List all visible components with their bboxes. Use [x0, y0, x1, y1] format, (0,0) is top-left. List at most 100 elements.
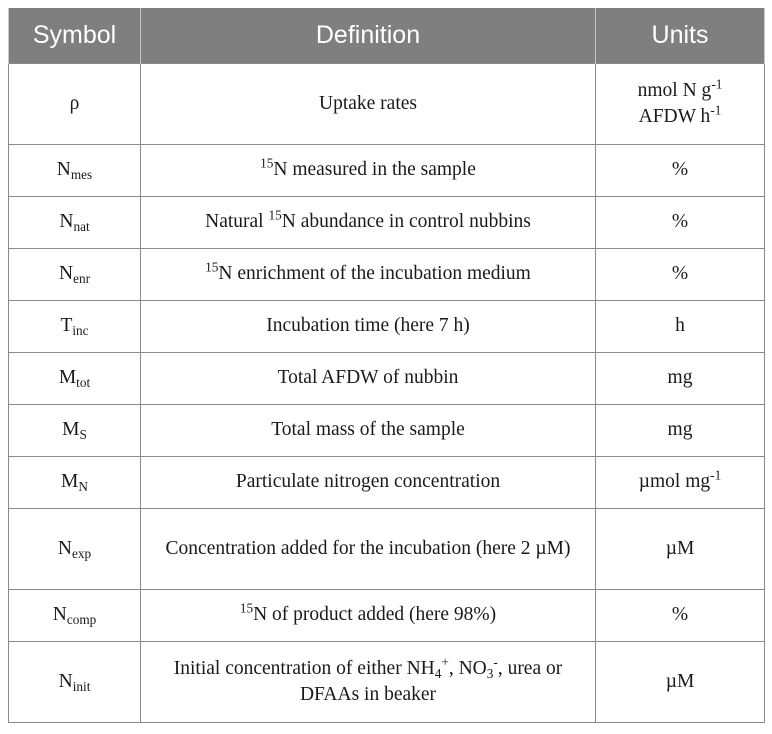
definition-cell: Concentration added for the incubation (… — [140, 508, 596, 590]
symbol-cell: Nnat — [8, 196, 141, 249]
symbol-cell: Ncomp — [8, 589, 141, 642]
text-run: µmol mg — [638, 471, 711, 493]
text-run: % — [671, 604, 689, 626]
text-run: µM — [665, 537, 695, 559]
definition-cell: 15N enrichment of the incubation medium — [140, 248, 596, 301]
definition-cell: 15N measured in the sample — [140, 144, 596, 197]
superscript-text: 15 — [205, 260, 219, 276]
text-run: Incubation time (here 7 h) — [266, 315, 470, 337]
units-line: µM — [606, 536, 754, 562]
symbol-cell: Nenr — [8, 248, 141, 301]
text-run: Total mass of the sample — [271, 419, 465, 441]
symbol-cell: Tinc — [8, 300, 141, 353]
definition-cell: Natural 15N abundance in control nubbins — [140, 196, 596, 249]
text-run: N abundance in control nubbins — [281, 211, 531, 233]
text-run: % — [671, 159, 689, 181]
symbol-subscript: tot — [76, 375, 91, 391]
text-run: N of product added (here 98%) — [253, 604, 497, 626]
units-cell: mg — [595, 352, 765, 405]
symbol-main: M — [58, 367, 77, 389]
units-cell: µM — [595, 508, 765, 590]
symbol-cell: Mtot — [8, 352, 141, 405]
symbol-subscript: exp — [71, 545, 92, 561]
table-row: Ninit Initial concentration of either NH… — [8, 641, 765, 723]
text-run: N enrichment of the incubation medium — [218, 263, 531, 285]
text-run: nmol N g — [637, 79, 712, 101]
symbol-main: N — [58, 670, 73, 692]
symbol-cell: ρ — [8, 63, 141, 145]
symbol-subscript: comp — [66, 612, 97, 628]
units-line: µmol mg-1 — [606, 469, 754, 495]
symbols-table: Symbol Definition Units ρ Uptake rates n… — [8, 8, 765, 723]
symbol-main: N — [59, 211, 74, 233]
units-cell: % — [595, 144, 765, 197]
text-run: Initial concentration of either NH — [173, 657, 435, 679]
text-run: AFDW h — [638, 106, 711, 127]
units-cell: mg — [595, 404, 765, 457]
text-run: % — [671, 211, 689, 233]
table-row: Nexp Concentration added for the incubat… — [8, 508, 765, 590]
text-run: µM — [665, 670, 695, 692]
text-run: , urea or DFAAs in beaker — [299, 657, 563, 705]
symbol-main: M — [62, 419, 80, 441]
symbol-subscript: enr — [73, 271, 90, 287]
superscript-text: 15 — [268, 208, 282, 224]
symbol-main: N — [52, 604, 67, 626]
header-definition: Definition — [140, 8, 596, 64]
symbol-main: N — [58, 263, 74, 285]
symbol-main: N — [56, 159, 71, 181]
superscript-text: -1 — [710, 468, 722, 484]
symbol-cell: MS — [8, 404, 141, 457]
symbol-cell: Ninit — [8, 641, 141, 723]
subscript-text: 3 — [486, 665, 494, 681]
superscript-text: 15 — [260, 156, 274, 172]
text-run: , NO — [448, 657, 487, 679]
symbol-cell: Nmes — [8, 144, 141, 197]
definition-cell: Incubation time (here 7 h) — [140, 300, 596, 353]
text-run: mg — [667, 367, 693, 389]
units-cell: % — [595, 589, 765, 642]
symbol-main: T — [60, 315, 73, 337]
symbol-subscript: init — [72, 678, 91, 694]
units-cell: µM — [595, 641, 765, 723]
units-line: % — [606, 209, 754, 235]
superscript-text: + — [441, 654, 449, 670]
table-row: Tinc Incubation time (here 7 h) h — [8, 300, 765, 353]
units-line: h — [606, 313, 754, 339]
header-row: Symbol Definition Units — [8, 8, 765, 64]
superscript-text: -1 — [711, 76, 723, 92]
text-run: % — [671, 263, 689, 285]
symbol-subscript: S — [79, 427, 87, 443]
units-line: µM — [606, 669, 754, 695]
symbol-main: N — [57, 537, 72, 559]
table-row: Nmes 15N measured in the sample % — [8, 144, 765, 197]
table-row: Nnat Natural 15N abundance in control nu… — [8, 196, 765, 249]
text-run: Natural — [205, 211, 269, 233]
table-row: Ncomp 15N of product added (here 98%) % — [8, 589, 765, 642]
text-run: Concentration added for the incubation (… — [165, 537, 571, 559]
text-run: h — [675, 315, 685, 337]
symbol-cell: Nexp — [8, 508, 141, 590]
definition-cell: Total AFDW of nubbin — [140, 352, 596, 405]
units-cell: h — [595, 300, 765, 353]
definition-cell: Particulate nitrogen concentration — [140, 456, 596, 509]
table-row: MN Particulate nitrogen concentration µm… — [8, 456, 765, 509]
table-row: Nenr 15N enrichment of the incubation me… — [8, 248, 765, 301]
units-line: AFDW h-1 — [606, 104, 754, 130]
symbol-subscript: N — [78, 479, 88, 495]
units-line: % — [606, 261, 754, 287]
superscript-text: -1 — [710, 102, 722, 118]
symbol-subscript: inc — [72, 323, 89, 339]
superscript-text: - — [493, 654, 498, 670]
text-run: Uptake rates — [319, 92, 417, 114]
units-cell: % — [595, 196, 765, 249]
header-units: Units — [595, 8, 765, 64]
symbol-main: ρ — [69, 92, 80, 114]
units-line: mg — [606, 365, 754, 391]
symbol-subscript: nat — [73, 219, 90, 235]
symbol-cell: MN — [8, 456, 141, 509]
units-cell: % — [595, 248, 765, 301]
definition-cell: Total mass of the sample — [140, 404, 596, 457]
